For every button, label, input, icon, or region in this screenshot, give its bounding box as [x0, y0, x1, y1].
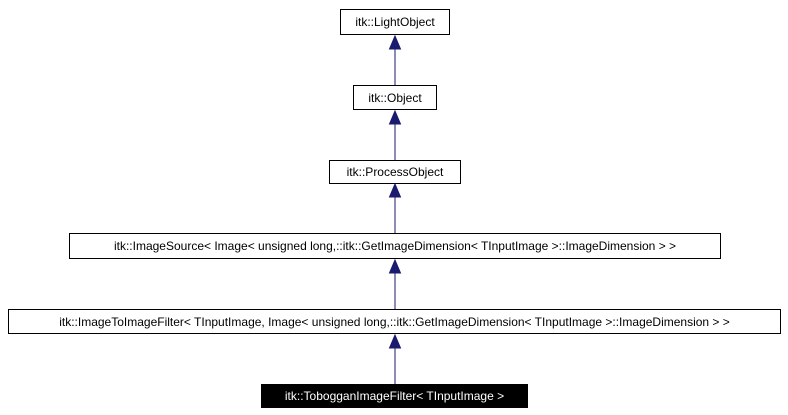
node-light-object[interactable]: itk::LightObject	[340, 9, 450, 35]
edge-arrowhead	[388, 34, 402, 50]
node-toboggan-image-filter: itk::TobogganImageFilter< TInputImage >	[261, 384, 528, 408]
edge-object-to-light-object	[388, 34, 402, 85]
node-label: itk::ProcessObject	[346, 165, 444, 179]
edge-arrowhead	[388, 182, 402, 198]
edge-arrowhead	[388, 258, 402, 274]
edge-arrowhead	[388, 333, 402, 349]
node-label: itk::ImageToImageFilter< TInputImage, Im…	[59, 314, 730, 329]
edge-process-object-to-object	[388, 109, 402, 160]
node-label: itk::Object	[368, 90, 422, 105]
edge-arrowhead	[388, 109, 402, 125]
edge-image-to-image-filter-to-image-source	[388, 258, 402, 309]
node-label: itk::LightObject	[355, 15, 435, 29]
node-label: itk::ImageSource< Image< unsigned long,:…	[113, 239, 677, 253]
node-object[interactable]: itk::Object	[353, 85, 437, 110]
edge-image-source-to-process-object	[388, 182, 402, 233]
node-image-to-image-filter[interactable]: itk::ImageToImageFilter< TInputImage, Im…	[8, 309, 781, 334]
node-process-object[interactable]: itk::ProcessObject	[329, 160, 461, 184]
edge-toboggan-image-filter-to-image-to-image-filter	[388, 333, 402, 384]
node-image-source[interactable]: itk::ImageSource< Image< unsigned long,:…	[69, 233, 721, 259]
node-label: itk::TobogganImageFilter< TInputImage >	[284, 389, 505, 403]
